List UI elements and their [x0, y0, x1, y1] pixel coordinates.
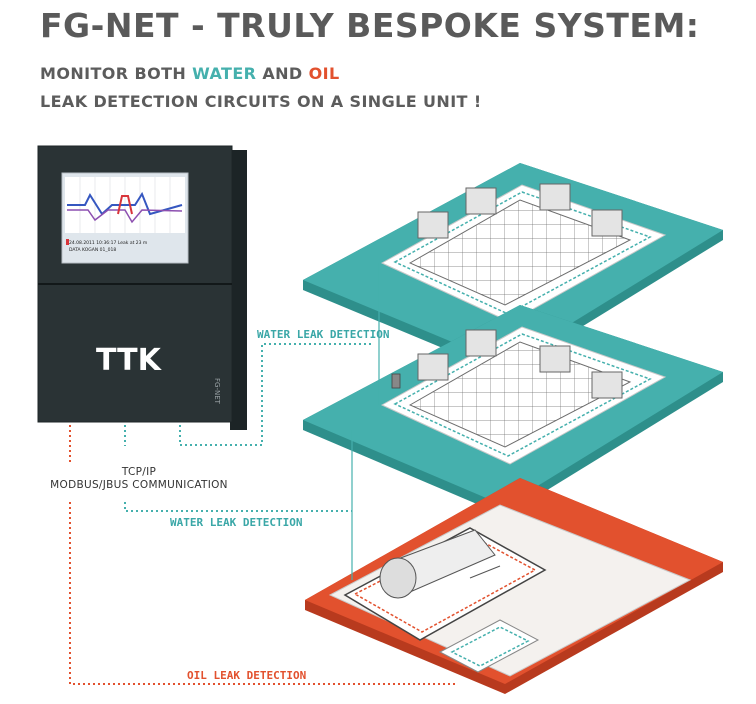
comm-label: TCP/IP MODBUS/JBUS COMMUNICATION — [30, 466, 248, 492]
screen-status-text-2: DATA KOGAN 01_018 — [69, 247, 116, 253]
crac-unit — [417, 353, 449, 381]
oil-leak-label: OIL LEAK DETECTION — [187, 669, 307, 682]
screen-trace-purple — [67, 209, 183, 224]
subtitle-line-1: MONITOR BOTH WATER AND OIL — [40, 64, 340, 83]
water-leak-label-upper: WATER LEAK DETECTION — [257, 328, 390, 341]
floor-1-raised-floor — [408, 199, 632, 306]
page-title: FG-NET - TRULY BESPOKE SYSTEM: — [40, 6, 700, 45]
device-side — [230, 150, 247, 430]
screen-trace-red — [117, 195, 133, 215]
water-leak-line-lower — [124, 502, 352, 512]
comm-protocol-line-2: MODBUS/JBUS COMMUNICATION — [50, 479, 228, 491]
oil-leak-line — [69, 425, 455, 685]
water-leak-label-lower: WATER LEAK DETECTION — [170, 516, 303, 529]
water-word: WATER — [192, 64, 257, 83]
comm-protocol-line-1: TCP/IP — [121, 466, 157, 478]
fg-net-device: 24.08.2011 10:36:17 Leak at 23 m DATA KO… — [37, 145, 247, 430]
floor-1-crac-units — [417, 183, 623, 239]
crac-unit — [591, 371, 623, 399]
floor-3 — [305, 478, 723, 694]
water-leak-line-upper — [179, 343, 372, 446]
oil-tank — [379, 529, 501, 599]
floor-2-leak-cable — [393, 333, 652, 457]
floor-1-leak-cable — [393, 191, 652, 315]
crac-unit — [417, 211, 449, 239]
screen-alarm-indicator — [66, 239, 69, 245]
device-lower-panel — [37, 283, 233, 423]
screen-status-text: 24.08.2011 10:36:17 Leak at 23 m — [69, 240, 147, 246]
subtitle-prefix: MONITOR BOTH — [40, 64, 193, 83]
junction-box — [391, 373, 401, 389]
floor-2-crac-units — [417, 329, 623, 399]
crac-unit — [539, 183, 571, 211]
crac-unit — [539, 345, 571, 373]
crac-unit — [591, 209, 623, 237]
crac-unit — [465, 329, 497, 357]
screen-trace-blue — [67, 191, 183, 216]
crac-unit — [465, 187, 497, 215]
floor-2 — [303, 305, 723, 516]
device-model-label: FG-NET — [213, 378, 221, 405]
oil-pump-leak-cable — [450, 626, 530, 667]
floor-2-raised-floor — [408, 341, 632, 448]
device-brand-logo: TTK — [96, 343, 163, 378]
subtitle-line-2: LEAK DETECTION CIRCUITS ON A SINGLE UNIT… — [40, 92, 482, 111]
floor-1 — [303, 163, 723, 374]
oil-word: OIL — [308, 64, 340, 83]
subtitle-mid: AND — [256, 64, 309, 83]
